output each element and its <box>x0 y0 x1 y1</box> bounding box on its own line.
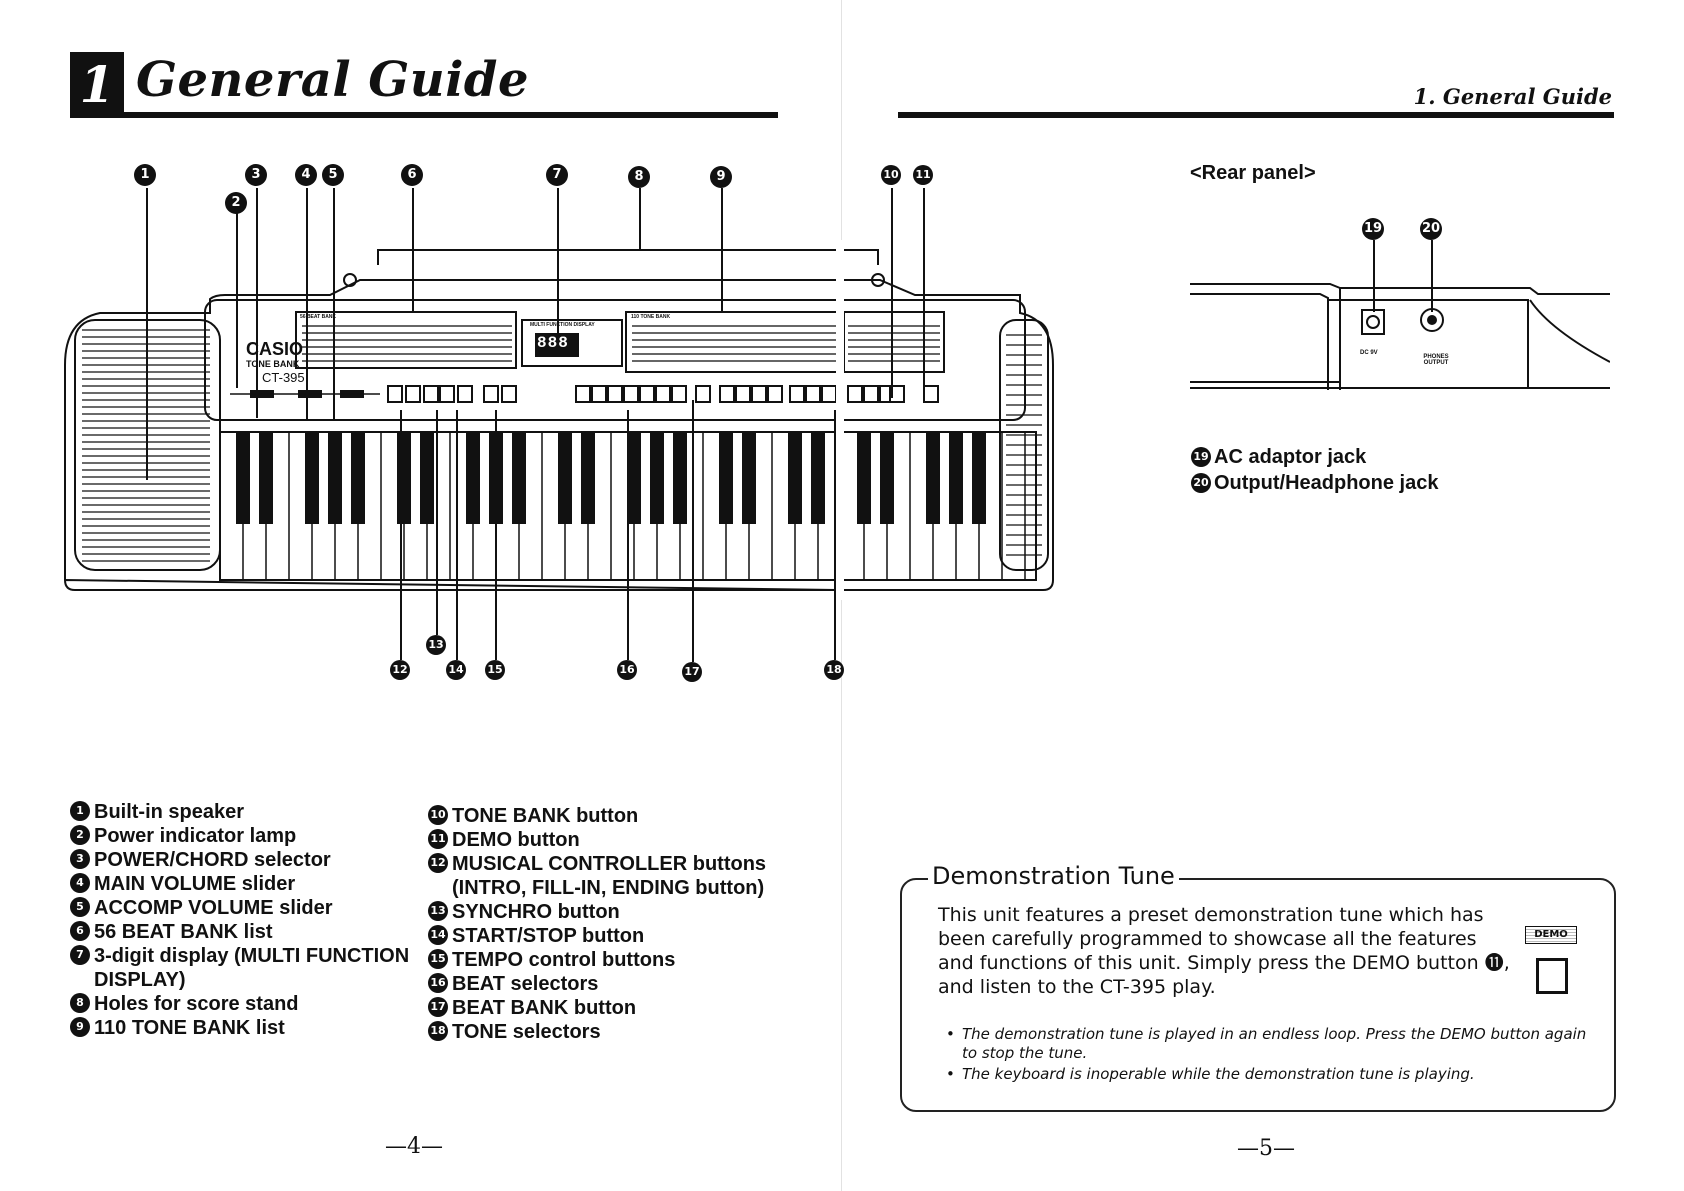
callout-16: 16 <box>617 660 637 680</box>
demo-button-label: DEMO <box>1525 926 1577 944</box>
callout-19: 19 <box>1362 218 1384 240</box>
callout-1: 1 <box>134 164 156 186</box>
leader-line-9 <box>721 188 723 313</box>
callout-11: 11 <box>913 165 933 185</box>
callout-3: 3 <box>245 164 267 186</box>
leader-line-3 <box>256 188 258 418</box>
rear-panel-diagram <box>1190 283 1610 390</box>
callout-8: 8 <box>628 166 650 188</box>
rear-panel-title: <Rear panel> <box>1190 162 1316 184</box>
phones-jack-label: PHONES OUTPUT <box>1423 354 1449 366</box>
callout-6: 6 <box>401 164 423 186</box>
leader-line-18 <box>834 410 836 660</box>
leader-line-15 <box>495 410 497 660</box>
page-number-left: —4— <box>385 1134 443 1159</box>
leader-line-19 <box>1373 240 1375 312</box>
callout-4: 4 <box>295 164 317 186</box>
callout-7: 7 <box>546 164 568 186</box>
page-number-right: —5— <box>1237 1136 1295 1161</box>
header-rule-left <box>70 112 778 118</box>
display-label: MULTI FUNCTION DISPLAY <box>530 322 595 328</box>
callout-2: 2 <box>225 192 247 214</box>
leader-line-14 <box>456 410 458 660</box>
running-header: 1. General Guide <box>1413 84 1612 109</box>
sub-brand-logo: TONE BANK <box>246 359 300 369</box>
callout-13: 13 <box>426 635 446 655</box>
callout-9: 9 <box>710 166 732 188</box>
brand-logo: CASIO <box>246 339 304 359</box>
leader-line-4 <box>306 188 308 420</box>
leader-line-11 <box>923 188 925 398</box>
keyboard-diagram <box>63 240 1054 600</box>
callout-20: 20 <box>1420 218 1442 240</box>
leader-line-8 <box>639 188 641 250</box>
demo-box <box>900 878 1616 1112</box>
header-rule-right <box>898 112 1614 118</box>
beat-bank-label: 56 BEAT BANK <box>300 314 337 320</box>
list-item: The keyboard is inoperable while the dem… <box>944 1065 1594 1084</box>
demo-description: This unit features a preset demonstratio… <box>938 904 1510 998</box>
list-item: The demonstration tune is played in an e… <box>944 1025 1594 1063</box>
demo-title: Demonstration Tune <box>928 862 1179 890</box>
callout-5: 5 <box>322 164 344 186</box>
display-digits: 888 <box>537 334 569 352</box>
demo-notes: The demonstration tune is played in an e… <box>944 1025 1594 1086</box>
leader-line-2 <box>236 213 238 388</box>
tone-bank-label: 110 TONE BANK <box>631 314 671 320</box>
callout-12: 12 <box>390 660 410 680</box>
callout-18: 18 <box>824 660 844 680</box>
callout-14: 14 <box>446 660 466 680</box>
leader-line-12 <box>400 410 402 660</box>
leader-line-6 <box>412 188 414 313</box>
leader-line-20 <box>1431 240 1433 312</box>
leader-line-17 <box>692 400 694 662</box>
leader-line-13 <box>436 410 438 635</box>
chapter-number-box: 1 <box>70 52 124 116</box>
model-label: CT-395 <box>262 370 305 385</box>
leader-line-1 <box>146 188 148 480</box>
callout-10: 10 <box>881 165 901 185</box>
dc-jack-label: DC 9V <box>1360 350 1378 356</box>
page-title: General Guide <box>136 52 530 108</box>
callout-15: 15 <box>485 660 505 680</box>
leader-line-16 <box>627 410 629 660</box>
leader-line-10 <box>891 188 893 398</box>
callout-17: 17 <box>682 662 702 682</box>
demo-button-icon <box>1536 958 1568 994</box>
leader-line-7 <box>557 188 559 350</box>
leader-line-5 <box>333 188 335 420</box>
